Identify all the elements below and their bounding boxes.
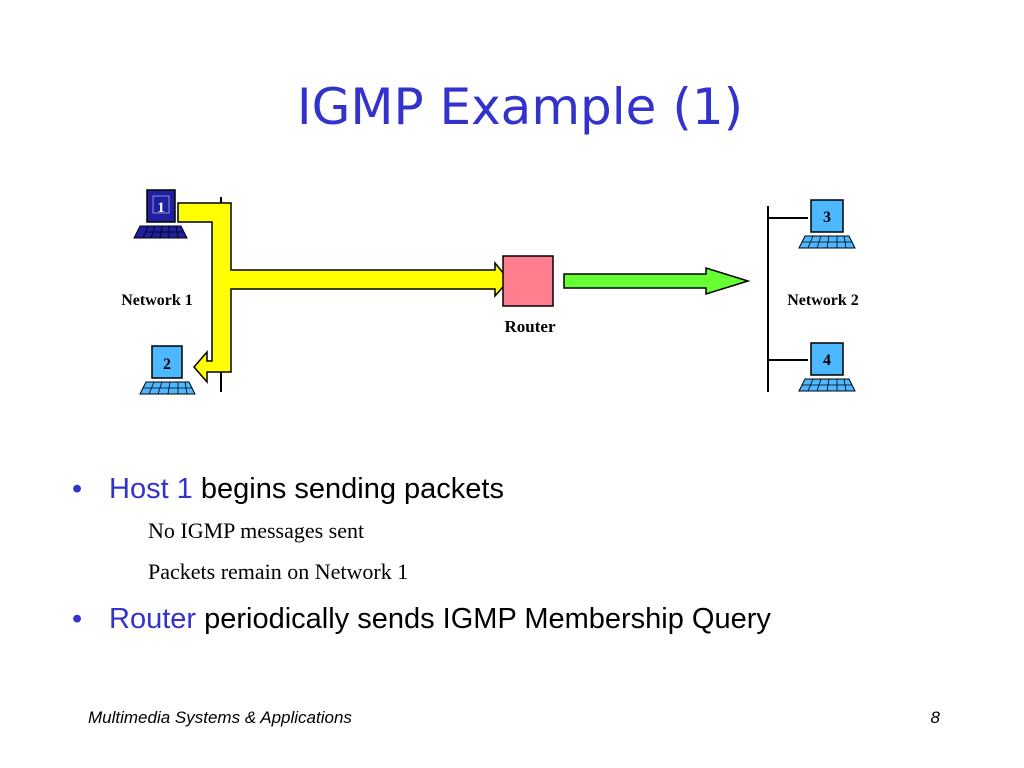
footer-course-title: Multimedia Systems & Applications [88,708,352,727]
forward-flow-arrow [563,266,751,296]
host-2-label: 2 [163,356,171,373]
bullet-item: • Host 1 begins sending packets [72,468,972,510]
bullet-text: periodically sends IGMP Membership Query [196,603,771,635]
network-1-label: Network 1 [121,292,193,309]
router-label: Router [505,317,556,336]
bullet-marker: • [72,603,83,635]
bullet-item: • Router periodically sends IGMP Membersh… [72,598,972,640]
host-1-label: 1 [157,200,165,216]
bullet-text: begins sending packets [192,473,504,505]
router-box [502,255,554,307]
host-4-label: 4 [823,352,831,369]
network-2-label: Network 2 [787,292,859,309]
packet-flow-arrow [177,202,510,385]
host-3-computer-icon: 3 [798,199,856,249]
host-1-computer-icon: 1 [133,189,188,239]
host-4-computer-icon: 4 [798,342,856,392]
sub-bullet-item: Packets remain on Network 1 [148,559,409,584]
host-2-computer-icon: 2 [139,345,196,395]
footer-page-number: 8 [930,708,940,727]
sub-bullet-item: No IGMP messages sent [148,518,365,543]
bullet-highlight: Host 1 [109,473,193,505]
bullet-list: • Host 1 begins sending packets No IGMP m… [72,468,972,640]
host-3-label: 3 [823,209,831,226]
slide-title: IGMP Example (1) [296,78,744,136]
bullet-highlight: Router [109,603,197,635]
bullet-marker: • [72,473,83,505]
